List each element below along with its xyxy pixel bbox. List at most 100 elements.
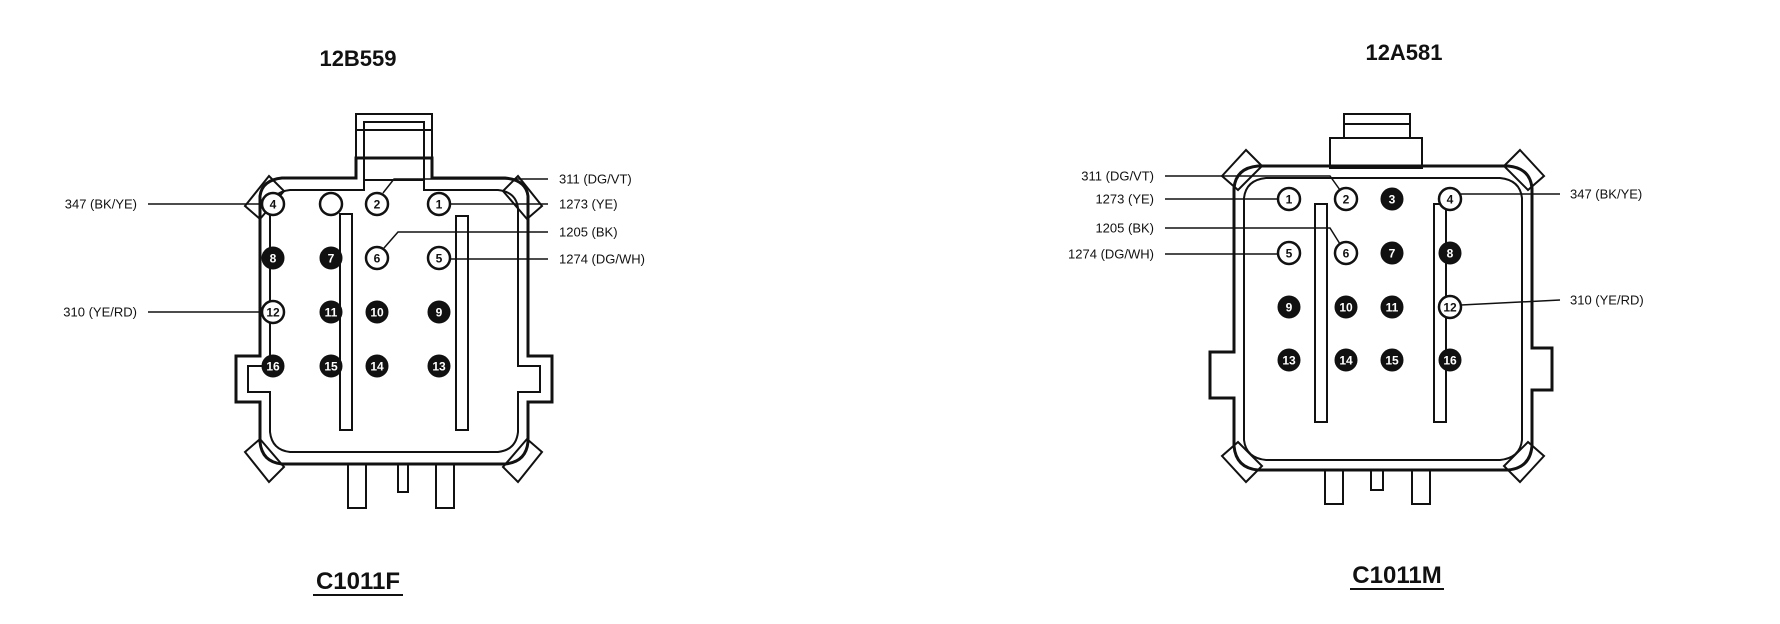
- pin-circle: [319, 246, 343, 270]
- pin-number: 2: [374, 198, 381, 212]
- pin-circle: [365, 300, 389, 324]
- pin-10: 10: [1334, 295, 1358, 319]
- pin-number: 3: [1389, 193, 1396, 207]
- pin-number: 9: [1286, 301, 1293, 315]
- wire-label: 347 (BK/YE): [1570, 187, 1642, 202]
- wire-callout: 1273 (YE): [1095, 192, 1278, 207]
- wire-callout: 1274 (DG/WH): [450, 252, 645, 267]
- pin-circle: [1437, 294, 1463, 320]
- wire-label: 1205 (BK): [559, 225, 618, 240]
- pin-circle: [364, 191, 390, 217]
- pin-number: 8: [270, 252, 277, 266]
- pin-circle: [1380, 348, 1404, 372]
- pin-circle: [1277, 295, 1301, 319]
- pin-number: 11: [1386, 301, 1399, 315]
- pin-number: 7: [1389, 247, 1396, 261]
- pin-circle: [1333, 186, 1359, 212]
- pin-12: 12: [1437, 294, 1463, 320]
- wire-label: 347 (BK/YE): [65, 197, 137, 212]
- pin-2: 2: [1333, 186, 1359, 212]
- pin-number: 1: [436, 198, 443, 212]
- pin-15: 15: [319, 354, 343, 378]
- wire-callouts: 311 (DG/VT)1273 (YE) 1205 (BK) 1274 (DG/WH…: [1068, 169, 1644, 308]
- wire-callout: 311 (DG/VT): [1081, 169, 1341, 191]
- pin-number: 2: [1343, 193, 1350, 207]
- pin-5: 5: [1276, 240, 1302, 266]
- connector-housing-inner: [247, 179, 541, 453]
- connector-id-label: C1011F: [316, 568, 400, 595]
- pin-16: 16: [261, 354, 285, 378]
- latch-tab: [1329, 113, 1423, 169]
- pin-number: 11: [325, 306, 338, 320]
- pin-12: 12: [260, 299, 286, 325]
- pin-circle: [364, 245, 390, 271]
- pin-circle: [261, 246, 285, 270]
- locator-bar: [455, 215, 469, 431]
- pin-number: 15: [1385, 354, 1399, 368]
- pin-8: 8: [1438, 241, 1462, 265]
- pin-circle: [318, 191, 344, 217]
- pin-number: 16: [1443, 354, 1457, 368]
- wire-label: 1273 (YE): [1095, 192, 1154, 207]
- corner-ears: [243, 174, 544, 484]
- pin-circle: [1380, 187, 1404, 211]
- pin-4: 4: [1437, 186, 1463, 212]
- pin-circle: [1334, 295, 1358, 319]
- pin-number: 5: [436, 252, 443, 266]
- locator-bar: [339, 213, 353, 431]
- wire-label: 311 (DG/VT): [559, 172, 632, 187]
- pin-13: 13: [1277, 348, 1301, 372]
- pin-10: 10: [365, 300, 389, 324]
- connector-housing-inner: [1243, 177, 1523, 461]
- part-number-label: 12B559: [319, 46, 396, 71]
- pin-circle: [319, 354, 343, 378]
- pin-number: 12: [1443, 301, 1457, 315]
- pin-circle: [365, 354, 389, 378]
- pin-number: 15: [324, 360, 338, 374]
- pin-circle: [426, 245, 452, 271]
- pin-5: 5: [426, 245, 452, 271]
- wire-callout: 310 (YE/RD): [1460, 293, 1644, 308]
- wire-callout: 1205 (BK): [1095, 221, 1341, 245]
- leader-line: [1165, 175, 1341, 191]
- wire-callout: 310 (YE/RD): [63, 305, 262, 320]
- pin-9: 9: [427, 300, 451, 324]
- leader-line: [1165, 227, 1341, 245]
- pin-number: 4: [1447, 193, 1454, 207]
- pin-16: 16: [1438, 348, 1462, 372]
- pin-number: 6: [374, 252, 381, 266]
- pin-15: 15: [1380, 348, 1404, 372]
- pin-8: 8: [261, 246, 285, 270]
- pin-circle: [1438, 348, 1462, 372]
- connector-id-label: C1011M: [1352, 562, 1441, 589]
- wire-label: 310 (YE/RD): [63, 305, 137, 320]
- pin-11: 11: [1380, 295, 1404, 319]
- leader-line: [1460, 299, 1561, 306]
- pin-circle: [1333, 240, 1359, 266]
- wire-callout: 1274 (DG/WH): [1068, 247, 1278, 262]
- pin-circle: [1380, 295, 1404, 319]
- pin-11: 11: [319, 300, 343, 324]
- wire-callout: 311 (DG/VT): [382, 172, 632, 194]
- wire-callouts: 347 (BK/YE) 311 (DG/VT) 1273 (YE) 1205 (BK)…: [63, 172, 645, 320]
- pin-number: 5: [1286, 247, 1293, 261]
- pin-circle: [1437, 186, 1463, 212]
- wire-label: 1205 (BK): [1095, 221, 1154, 236]
- pin-empty: [318, 191, 344, 217]
- pin-4: 4: [260, 191, 286, 217]
- wire-callout: 1273 (YE): [450, 197, 618, 212]
- pin-number: 9: [436, 306, 443, 320]
- pin-circle: [1334, 348, 1358, 372]
- pin-1: 1: [1276, 186, 1302, 212]
- pin-number: 14: [1339, 354, 1353, 368]
- pin-circle: [1276, 240, 1302, 266]
- wire-label: 1274 (DG/WH): [559, 252, 645, 267]
- pin-circle: [427, 300, 451, 324]
- pin-3: 3: [1380, 187, 1404, 211]
- pin-7: 7: [1380, 241, 1404, 265]
- pin-number: 10: [370, 306, 384, 320]
- wire-label: 1274 (DG/WH): [1068, 247, 1154, 262]
- bottom-terminals: [1324, 470, 1431, 505]
